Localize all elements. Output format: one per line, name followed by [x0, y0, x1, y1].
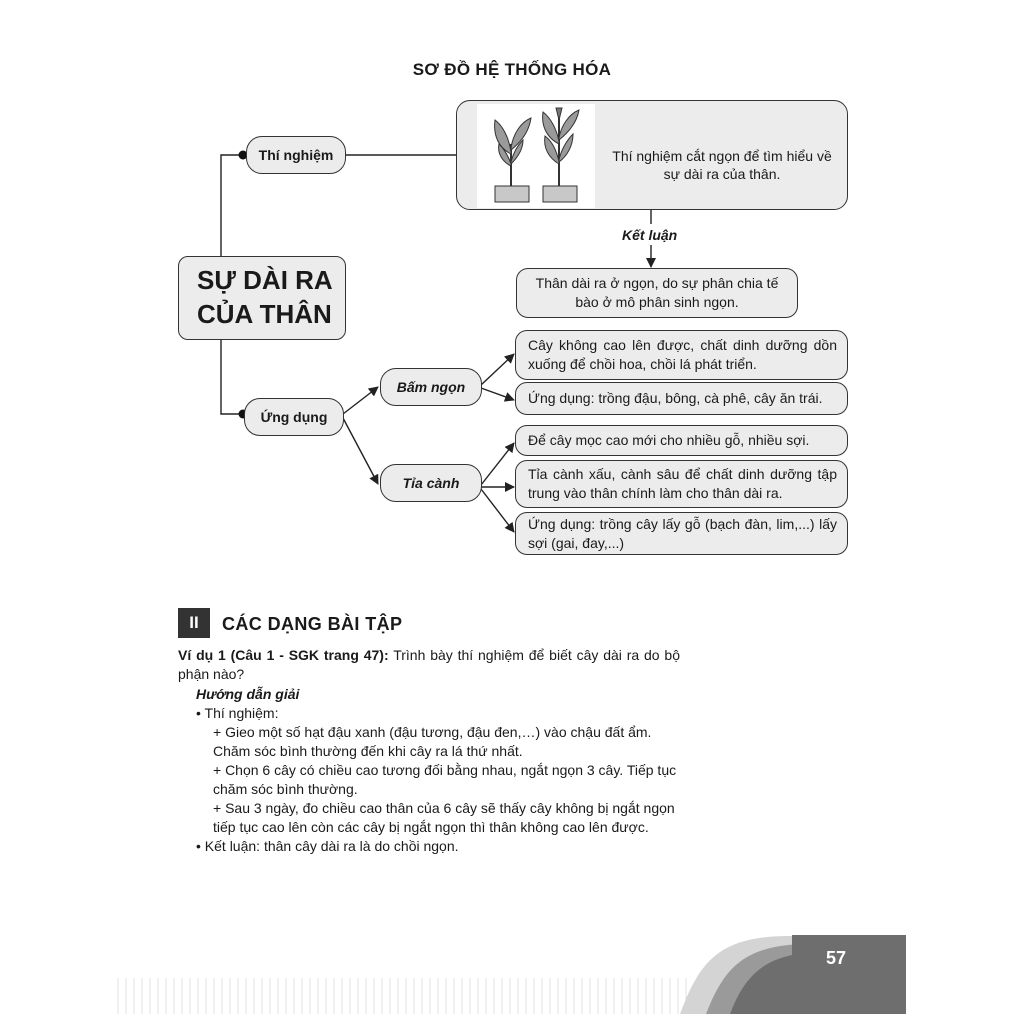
main-topic-line2: CỦA THÂN [197, 299, 332, 329]
application-label: Ứng dụng [260, 409, 328, 425]
section-title: CÁC DẠNG BÀI TẬP [222, 614, 403, 634]
topping-item-2-text: Ứng dụng: trồng đậu, bông, cà phê, cây ă… [528, 390, 823, 406]
step-3: + Sau 3 ngày, đo chiều cao thân của 6 câ… [213, 800, 675, 835]
pruning-label: Tỉa cành [402, 475, 460, 491]
topping-item-1: Cây không cao lên được, chất dinh dưỡng … [515, 330, 848, 380]
topping-label: Bấm ngọn [396, 379, 466, 395]
pruning-item-1-text: Để cây mọc cao mới cho nhiều gỗ, nhiều s… [528, 432, 810, 448]
arrow-application-pruning [342, 417, 379, 485]
connector-main-experiment [220, 154, 243, 256]
pruning-item-3: Ứng dụng: trồng cây lấy gỗ (bạch đàn, li… [515, 512, 848, 555]
experiment-label-box: Thí nghiệm [246, 136, 346, 174]
topping-item-2: Ứng dụng: trồng đậu, bông, cà phê, cây ă… [515, 382, 848, 415]
conclusion-label: Kết luận [622, 227, 678, 243]
step-2: + Chọn 6 cây có chiều cao tương đối bằng… [213, 762, 677, 797]
bullet-experiment: • Thí nghiệm: [196, 705, 279, 721]
section-number-badge: II [178, 608, 210, 638]
bullet-conclusion: • Kết luận: thân cây dài ra là do chồi n… [196, 838, 459, 854]
application-label-box: Ứng dụng [244, 398, 344, 436]
arrow-pruning-item1 [480, 442, 515, 486]
arrow-application-topping [342, 386, 379, 415]
node-dot-experiment [238, 150, 248, 160]
page-title: SƠ ĐỒ HỆ THỐNG HÓA [412, 60, 612, 79]
pruning-item-1: Để cây mọc cao mới cho nhiều gỗ, nhiều s… [515, 425, 848, 456]
page-number: 57 [826, 948, 847, 968]
topping-label-box: Bấm ngọn [380, 368, 482, 406]
conclusion-text: Thân dài ra ở ngọn, do sự phân chia tế b… [535, 275, 779, 310]
connector-main-application [220, 340, 243, 415]
main-topic-line1: SỰ DÀI RA [197, 265, 333, 295]
pruning-item-2-text: Tỉa cành xấu, cành sâu để chất dinh dưỡn… [528, 466, 837, 501]
pruning-label-box: Tỉa cành [380, 464, 482, 502]
arrow-pruning-item3 [480, 488, 515, 533]
pruning-item-2: Tỉa cành xấu, cành sâu để chất dinh dưỡn… [515, 460, 848, 508]
topping-item-1-text: Cây không cao lên được, chất dinh dưỡng … [528, 337, 837, 372]
experiment-box: Thí nghiệm cắt ngọn để tìm hiểu về sự dà… [456, 100, 848, 210]
pruning-item-3-text: Ứng dụng: trồng cây lấy gỗ (bạch đàn, li… [528, 515, 837, 551]
experiment-label: Thí nghiệm [258, 147, 334, 163]
conclusion-box: Thân dài ra ở ngọn, do sự phân chia tế b… [516, 268, 798, 318]
footer-decoration [117, 935, 906, 1014]
plant-experiment-image [477, 104, 595, 208]
example-heading: Ví dụ 1 (Câu 1 - SGK trang 47): [178, 647, 389, 663]
arrow-topping-item1 [480, 353, 515, 386]
arrow-topping-item2 [480, 387, 515, 402]
example-question-text: Trình bày thí nghiệm để biết cây dài ra … [178, 647, 680, 682]
experiment-description: Thí nghiệm cắt ngọn để tìm hiểu về sự dà… [612, 148, 832, 182]
step-1: + Gieo một số hạt đậu xanh (đậu tương, đ… [213, 724, 652, 759]
main-topic-box: SỰ DÀI RA CỦA THÂN [178, 256, 346, 340]
example-question: Ví dụ 1 (Câu 1 - SGK trang 47): Trình bà… [178, 646, 680, 684]
guide-label: Hướng dẫn giải [196, 686, 300, 702]
